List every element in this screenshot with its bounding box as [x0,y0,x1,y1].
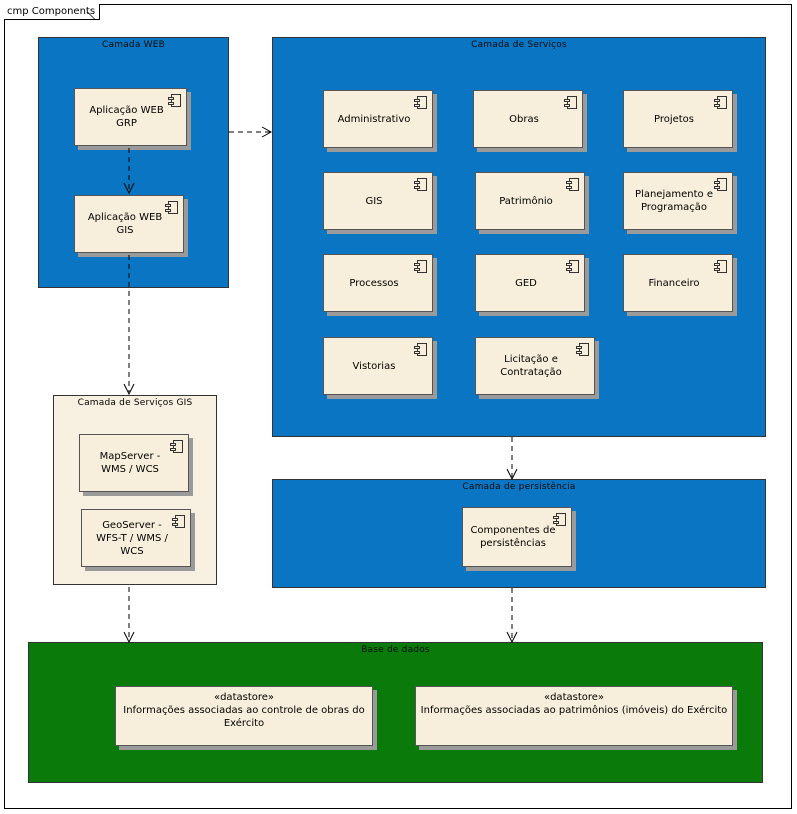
component-processos[interactable]: Processos [323,254,433,312]
datastore-patrimonios[interactable]: «datastore» Informações associadas ao pa… [415,686,733,746]
component-icon [168,94,181,107]
datastore-label: Informações associadas ao controle de ob… [123,705,365,729]
component-icon [714,260,727,273]
component-licitacao-e-contratacao[interactable]: Licitação e Contratação [475,337,595,395]
package-title: Camada de Serviços [471,40,567,50]
component-label: Projetos [653,113,695,125]
component-aplicacao-web-grp[interactable]: Aplicação WEB GRP [74,88,187,146]
arrowhead [506,631,518,644]
component-aplicacao-web-gis[interactable]: Aplicação WEB GIS [74,195,184,253]
package-title: Camada WEB [102,40,165,50]
component-icon [714,178,727,191]
component-ged[interactable]: GED [475,254,585,312]
datastore-stereotype: «datastore» [213,692,275,703]
component-label: Aplicação WEB GIS [87,212,163,236]
component-icon [566,178,579,191]
component-icon [414,96,427,109]
component-label: Obras [509,113,539,125]
component-icon [414,343,427,356]
arrowhead [261,126,273,138]
arrowhead [506,468,518,481]
component-patrimonio[interactable]: Patrimônio [475,172,585,230]
component-vistorias[interactable]: Vistorias [323,337,433,395]
component-label: MapServer - WMS / WCS [99,451,161,475]
component-label: Administrativo [337,113,411,125]
arrowhead [123,182,135,195]
component-label: Processos [349,277,399,289]
component-icon [564,96,577,109]
arrowhead [123,383,135,396]
component-label: Financeiro [648,277,700,289]
component-financeiro[interactable]: Financeiro [623,254,733,312]
component-icon [414,260,427,273]
component-icon [714,96,727,109]
component-gis[interactable]: GIS [323,172,433,230]
component-label: Patrimônio [499,195,553,207]
component-projetos[interactable]: Projetos [623,90,733,148]
component-label: GIS [365,195,383,207]
component-icon [553,513,566,526]
component-label: Aplicação WEB GRP [89,105,164,129]
datastore-stereotype: «datastore» [543,692,605,703]
component-obras[interactable]: Obras [473,90,583,148]
component-icon [576,343,589,356]
component-icon [170,440,183,453]
datastore-controle-de-obras[interactable]: «datastore» Informações associadas ao co… [115,686,373,746]
component-label: GeoServer - WFS-T / WMS / WCS [96,519,168,557]
component-label: Vistorias [352,360,396,372]
package-title: Base de dados [361,645,430,655]
arrowhead [123,631,135,644]
component-label: GED [515,277,537,289]
component-icon [414,178,427,191]
component-label: Planejamento e Programação [635,189,713,213]
component-icon [165,201,178,214]
package-title: Camada de persistência [462,482,576,492]
component-label: Componentes de persistências [470,525,556,549]
component-mapserver[interactable]: MapServer - WMS / WCS [79,434,189,492]
frame-label: cmp Components [4,4,100,20]
component-icon [172,515,185,528]
component-componentes-de-persistencias[interactable]: Componentes de persistências [462,507,572,567]
component-planejamento-e-programacao[interactable]: Planejamento e Programação [623,172,733,230]
component-administrativo[interactable]: Administrativo [323,90,433,148]
package-title: Camada de Serviços GIS [77,398,193,408]
datastore-label: Informações associadas ao patrimônios (i… [420,705,728,716]
component-icon [566,260,579,273]
component-label: Licitação e Contratação [500,354,562,378]
component-geoserver[interactable]: GeoServer - WFS-T / WMS / WCS [81,509,191,567]
